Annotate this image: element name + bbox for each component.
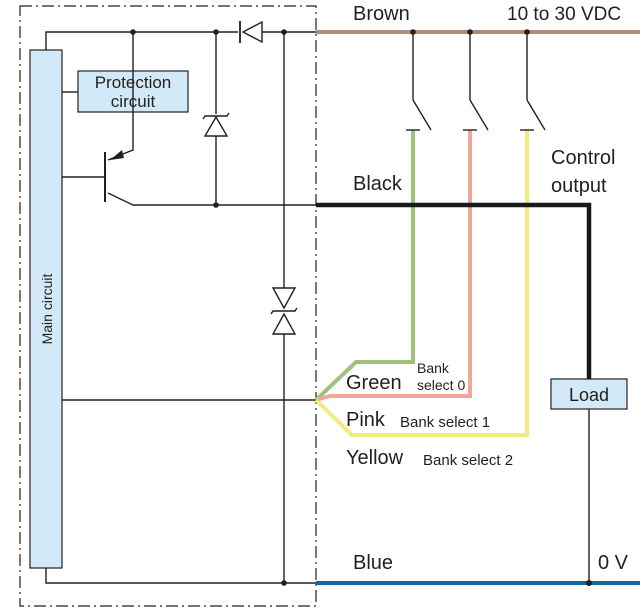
yellow-label: Yellow (346, 447, 404, 469)
green-label: Green (346, 372, 402, 394)
internal-bottom-rail (45, 568, 316, 584)
main-circuit-label: Main circuit (39, 273, 55, 344)
junction-dot (213, 202, 219, 208)
tvs-diode-icon (270, 287, 298, 335)
junction-dot (467, 29, 473, 35)
bank-select-0-label-line1: Bank (417, 360, 450, 376)
control-switch-icon (520, 32, 546, 131)
load-box (550, 378, 628, 410)
emitter-wire (107, 192, 316, 206)
blue-label: Blue (353, 552, 393, 574)
green-wire (314, 130, 415, 402)
black-wire (316, 202, 592, 379)
junction-dot (524, 29, 530, 35)
control-switch-icon (463, 32, 489, 131)
internal-top-rail (45, 31, 238, 50)
bank-select-1-label: Bank select 1 (400, 414, 490, 431)
bank-select-2-label: Bank select 2 (423, 452, 513, 469)
control-output-label-line2: output (551, 175, 607, 197)
transistor-arrow-icon (110, 150, 124, 160)
junction-dot (281, 29, 287, 35)
control-switch-icon (406, 32, 432, 131)
load-label: Load (569, 385, 609, 405)
junction-dot (281, 580, 287, 586)
zener-diode-icon (202, 112, 230, 137)
zero-volt-label: 0 V (598, 552, 629, 574)
pink-label: Pink (346, 409, 386, 431)
pink-wire (315, 130, 472, 402)
bank-select-0-label-line2: select 0 (417, 377, 465, 393)
control-output-label-line1: Control (551, 147, 615, 169)
brown-label: Brown (353, 3, 410, 25)
diode-icon (239, 20, 263, 44)
junction-dot (130, 29, 136, 35)
junction-dot (586, 580, 592, 586)
yellow-wire (314, 130, 529, 437)
junction-dot (213, 29, 219, 35)
sensor-boundary (19, 5, 317, 607)
junction-dot (410, 29, 416, 35)
black-label: Black (353, 173, 403, 195)
supply-label: 10 to 30 VDC (507, 4, 621, 25)
